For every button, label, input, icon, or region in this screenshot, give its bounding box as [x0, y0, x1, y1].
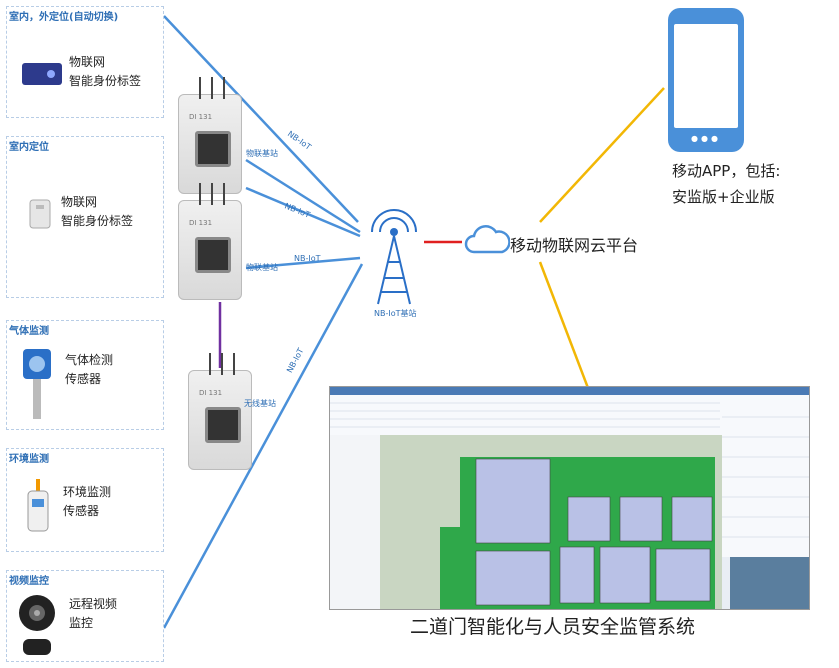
panel-title: 室内，外定位(自动切换)	[9, 12, 119, 23]
app-label-line2: 安监版+企业版	[672, 188, 775, 206]
camera-icon	[19, 595, 55, 655]
panel-env-monitoring: 环境监测 环境监测传感器	[6, 448, 164, 552]
cloud-platform-label: 移动物联网云平台	[510, 236, 639, 255]
gas-sensor-icon	[23, 349, 51, 419]
cloud-icon	[464, 225, 510, 254]
line-station1-to-tower	[245, 158, 361, 234]
link-label: NB-IoT	[294, 254, 321, 263]
station-model-text: DI 131	[199, 389, 223, 397]
station-label: 物联基站	[246, 263, 278, 272]
system-screenshot	[329, 386, 810, 610]
iot-base-station-2: DI 131	[178, 183, 242, 300]
panel-title: 环境监测	[9, 454, 49, 465]
line-station2-to-tower	[245, 256, 361, 270]
nb-iot-tower-icon	[371, 209, 417, 305]
station-label: 无线基站	[244, 399, 276, 408]
id-tag-icon	[22, 63, 62, 85]
app-label-line1: 移动APP，包括:	[672, 162, 781, 180]
line-cloud-to-app	[539, 87, 665, 223]
line-tag-to-tower	[163, 15, 359, 223]
panel-gas-monitoring: 气体监测 气体检测传感器	[6, 320, 164, 430]
station-model-text: DI 131	[189, 113, 213, 121]
system-screenshot-graphic	[330, 387, 809, 609]
panel-outdoor-indoor-location: 室内，外定位(自动切换) 物联网智能身份标签	[6, 6, 164, 118]
panel-title: 室内定位	[9, 142, 49, 153]
line-station1b-to-tower	[245, 186, 361, 238]
panel-title: 视频监控	[9, 576, 49, 587]
system-title: 二道门智能化与人员安全监管系统	[410, 616, 696, 638]
env-sensor-icon	[27, 479, 49, 532]
device-label: 物联网智能身份标签	[69, 55, 142, 88]
mobile-phone-icon: ●●●	[668, 8, 744, 152]
device-label: 环境监测传感器	[63, 485, 112, 518]
wireless-base-station: DI 131	[188, 353, 252, 470]
line-camera-to-tower	[162, 263, 364, 629]
station-model-text: DI 131	[189, 219, 213, 227]
device-label: 物联网智能身份标签	[61, 195, 134, 228]
device-label: 气体检测传感器	[65, 353, 114, 386]
card-tag-icon	[29, 199, 51, 229]
panel-video-monitoring: 视频监控 远程视频监控	[6, 570, 164, 662]
station-label: 物联基站	[246, 149, 278, 158]
iot-base-station-1: DI 131	[178, 77, 242, 194]
tower-label: NB-IoT基站	[374, 309, 417, 318]
device-label: 远程视频监控	[69, 597, 118, 630]
panel-title: 气体监测	[9, 326, 49, 337]
panel-indoor-location: 室内定位 物联网智能身份标签	[6, 136, 164, 298]
line-cloud-to-system	[538, 261, 590, 389]
